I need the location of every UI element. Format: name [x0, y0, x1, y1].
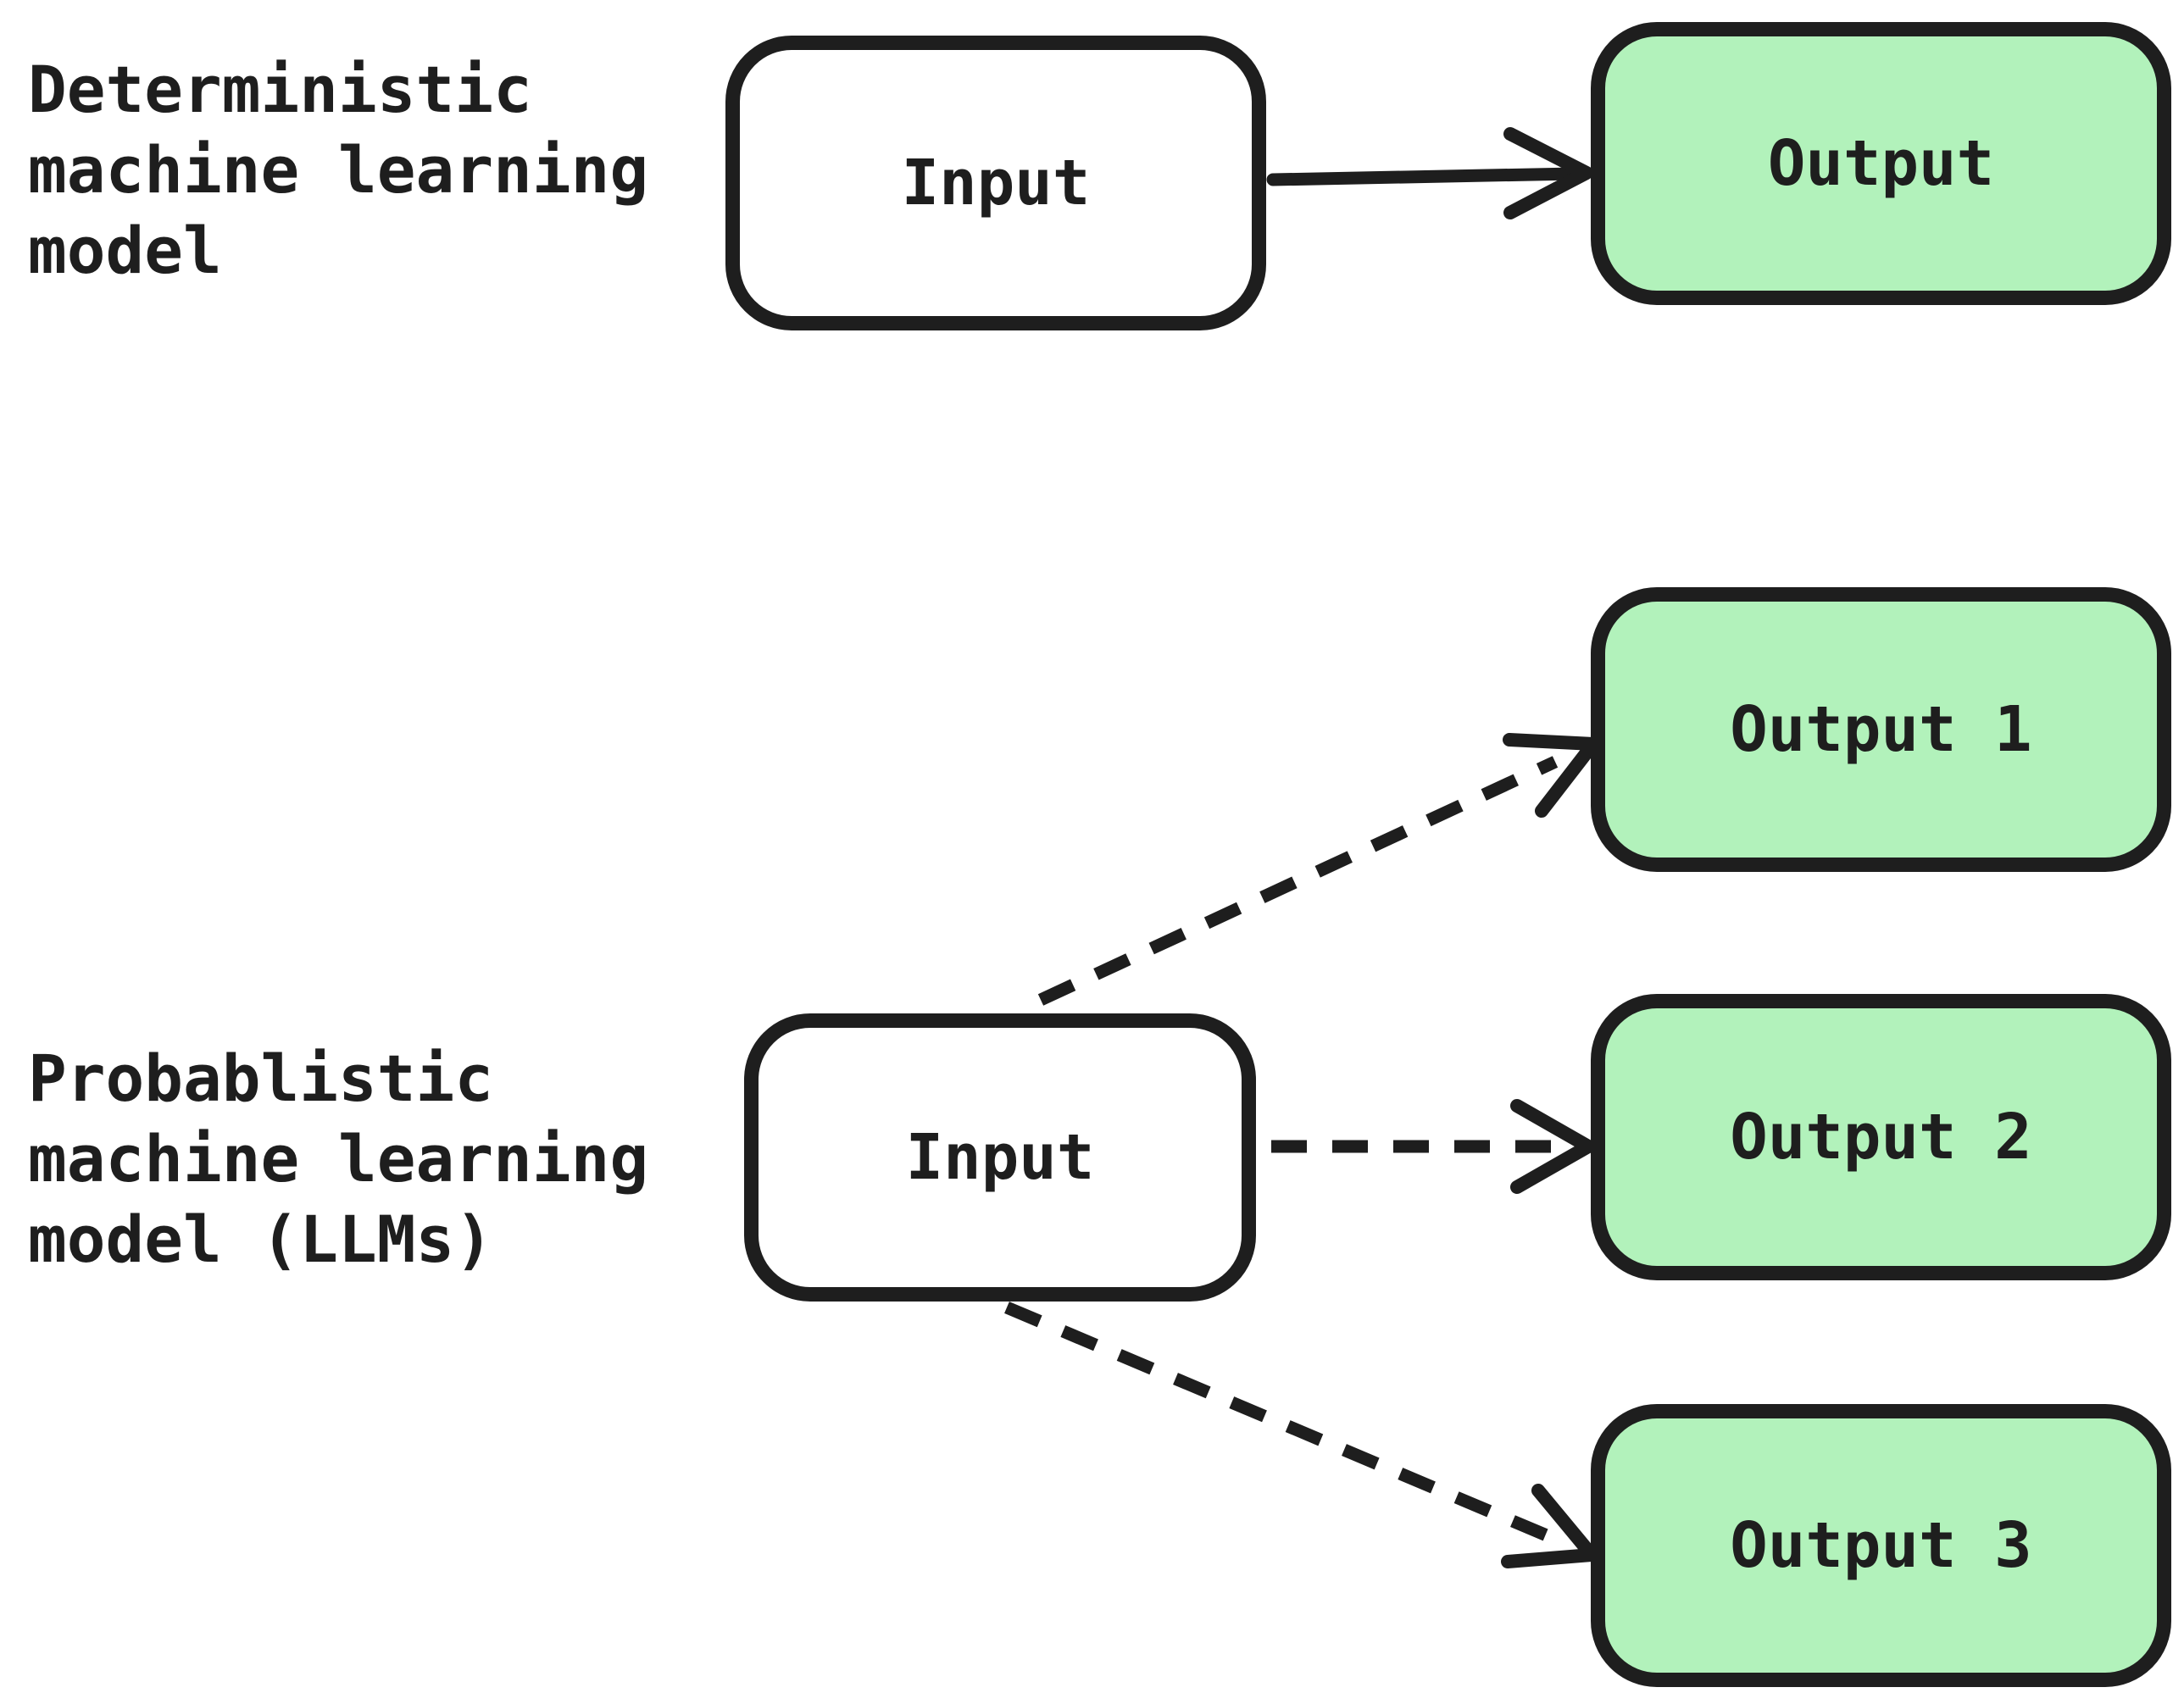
- node-label: Input: [905, 1121, 1095, 1194]
- section-label-probabilistic: Probablistic machine learning model (LLM…: [28, 1038, 648, 1279]
- node-label: Output 3: [1730, 1509, 2032, 1582]
- node-label: Output 2: [1730, 1101, 2032, 1174]
- label-line: model (LLMs): [28, 1202, 494, 1277]
- dashed-arrow-3: [1004, 1302, 1598, 1568]
- input-node-probabilistic: Input: [744, 1013, 1256, 1302]
- section-label-deterministic: Deterministic machine learning model: [28, 49, 648, 291]
- dashed-arrow-3-shaft: [1004, 1302, 1555, 1544]
- node-label: Input: [901, 147, 1091, 219]
- input-node-deterministic: Input: [725, 36, 1266, 330]
- node-label: Output: [1767, 127, 1995, 200]
- output-node-1: Output 1: [1591, 587, 2171, 872]
- label-line: machine learning: [28, 132, 649, 208]
- solid-arrow: [1266, 127, 1593, 219]
- output-node-2: Output 2: [1591, 994, 2171, 1280]
- node-label: Output 1: [1730, 693, 2032, 766]
- dashed-arrow-2: [1271, 1099, 1595, 1194]
- dashed-arrow-3-head: [1501, 1484, 1598, 1568]
- output-node-3: Output 3: [1591, 1404, 2171, 1687]
- solid-arrow-head: [1503, 127, 1593, 219]
- dashed-arrow-2-head: [1510, 1099, 1595, 1194]
- label-line: Probablistic: [28, 1041, 494, 1116]
- dashed-arrow-1-head: [1503, 733, 1600, 818]
- dashed-arrow-1-shaft: [1037, 756, 1559, 1006]
- output-node-deterministic: Output: [1591, 22, 2171, 305]
- label-line: machine learning: [28, 1121, 649, 1196]
- label-line: Deterministic: [28, 52, 532, 127]
- label-line: model: [28, 213, 222, 288]
- solid-arrow-shaft: [1266, 167, 1581, 186]
- dashed-arrow-1: [1037, 733, 1600, 1006]
